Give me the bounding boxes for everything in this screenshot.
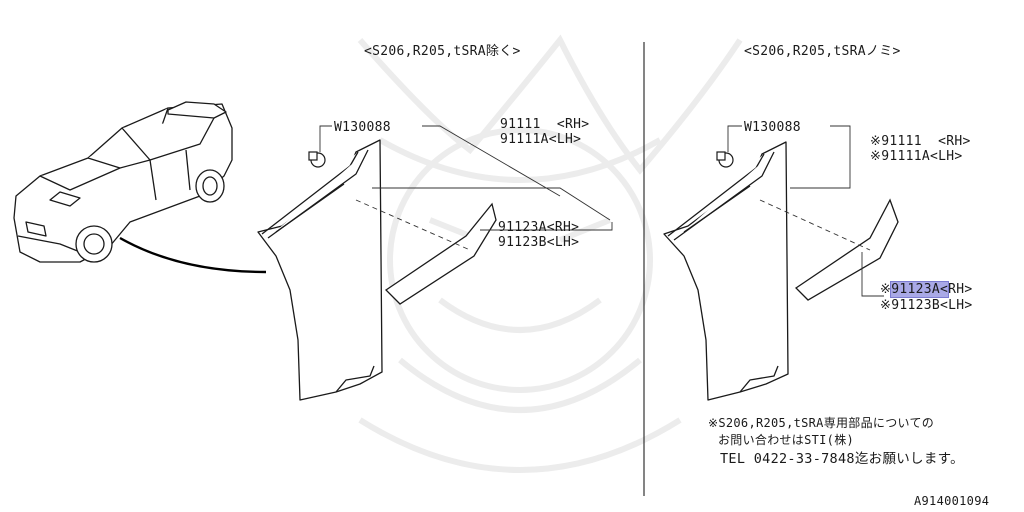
right-part-91123B[interactable]: ※91123B<LH> bbox=[880, 298, 973, 313]
left-clip-label: W130088 bbox=[334, 120, 391, 135]
left-leader-lines bbox=[319, 125, 613, 251]
diagram-id: A914001094 bbox=[914, 494, 990, 508]
note-line-1: ※S206,R205,tSRA専用部品についての bbox=[708, 416, 935, 430]
car-pointer-line bbox=[119, 236, 267, 274]
note-line-3: TEL 0422-33-7848迄お願いします。 bbox=[720, 451, 964, 467]
right-part-91111A[interactable]: ※91111A<LH> bbox=[870, 149, 963, 164]
car-thumbnail bbox=[13, 101, 233, 263]
right-fender-garnish bbox=[663, 141, 789, 401]
left-clip-icon bbox=[308, 151, 326, 168]
right-caption: <S206,R205,tSRAノミ> bbox=[744, 44, 901, 59]
left-part-91123B[interactable]: 91123B<LH> bbox=[498, 235, 580, 250]
right-part-91123A-row[interactable]: ※91123A<RH> bbox=[880, 281, 973, 298]
left-fender-garnish bbox=[257, 139, 383, 401]
right-clip-label: W130088 bbox=[744, 120, 801, 135]
left-caption: <S206,R205,tSRA除く> bbox=[364, 44, 521, 59]
right-leader-lines bbox=[727, 125, 884, 297]
selected-part-highlight[interactable]: 91123A< bbox=[890, 281, 950, 298]
right-clip-icon bbox=[716, 151, 734, 168]
side-rh: RH> bbox=[948, 282, 973, 297]
left-part-91111[interactable]: 91111 <RH> bbox=[500, 117, 590, 132]
note-line-2: お問い合わせはSTI(株) bbox=[718, 433, 855, 447]
left-mud-guard bbox=[384, 202, 497, 305]
left-part-91123A[interactable]: 91123A<RH> bbox=[498, 220, 580, 235]
watermark-emblem bbox=[357, 34, 743, 473]
right-mud-guard bbox=[794, 198, 899, 301]
left-part-91111A[interactable]: 91111A<LH> bbox=[500, 132, 582, 147]
right-part-91111[interactable]: ※91111 <RH> bbox=[870, 134, 971, 149]
asterisk-mark: ※ bbox=[880, 282, 892, 297]
